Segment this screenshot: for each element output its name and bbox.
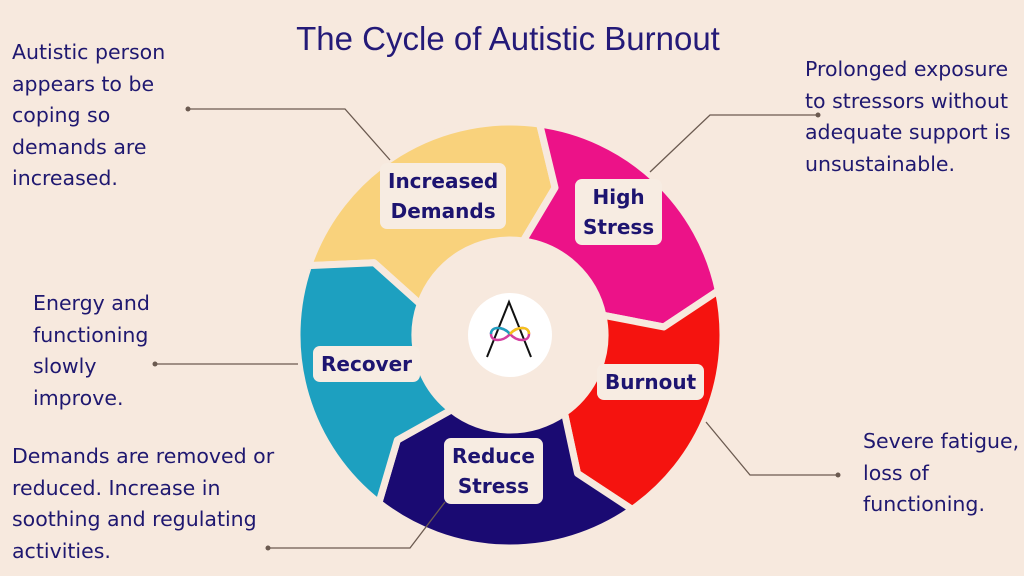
- stage-label-line: Recover: [321, 352, 413, 376]
- cycle-segment-burnout: [560, 287, 727, 513]
- center-logo: [468, 293, 552, 377]
- stage-label-line: Stress: [583, 215, 655, 239]
- description-recover: Energy and functioning slowly improve.: [33, 291, 150, 410]
- leader-dot: [152, 361, 158, 367]
- stage-label-burnout: Burnout: [597, 364, 705, 400]
- stage-label-line: Stress: [457, 474, 530, 498]
- leader-line-burnout: [705, 421, 838, 476]
- description-increased-demands: Autistic person appears to be coping so …: [12, 40, 166, 190]
- leader-dot: [185, 106, 191, 112]
- stage-label-line: Demands: [390, 199, 496, 223]
- stage-label-line: Burnout: [605, 370, 697, 394]
- description-burnout: Severe fatigue, loss of functioning.: [863, 429, 1020, 516]
- description-reduce-stress: Demands are removed or reduced. Increase…: [12, 444, 275, 563]
- stage-label-line: Increased: [388, 169, 499, 193]
- stage-label-line: High: [592, 185, 645, 209]
- stage-label-increased-demands: Increased Demands: [380, 163, 507, 229]
- leader-dot: [815, 112, 821, 118]
- leader-line-reduce-stress: [268, 501, 446, 549]
- diagram-title: The Cycle of Autistic Burnout: [296, 20, 720, 57]
- stage-label-line: Reduce: [452, 444, 535, 468]
- leader-dot: [265, 545, 271, 551]
- stage-label-recover: Recover: [313, 346, 421, 382]
- leader-dot: [835, 472, 841, 478]
- cycle-segment-recover: [293, 259, 456, 507]
- stage-label-reduce-stress: Reduce Stress: [444, 438, 543, 504]
- description-high-stress: Prolonged exposure to stressors without …: [805, 57, 1011, 176]
- stage-label-high-stress: High Stress: [575, 179, 663, 245]
- leader-line-high-stress: [649, 114, 818, 173]
- leader-line-increased-demands: [188, 108, 391, 161]
